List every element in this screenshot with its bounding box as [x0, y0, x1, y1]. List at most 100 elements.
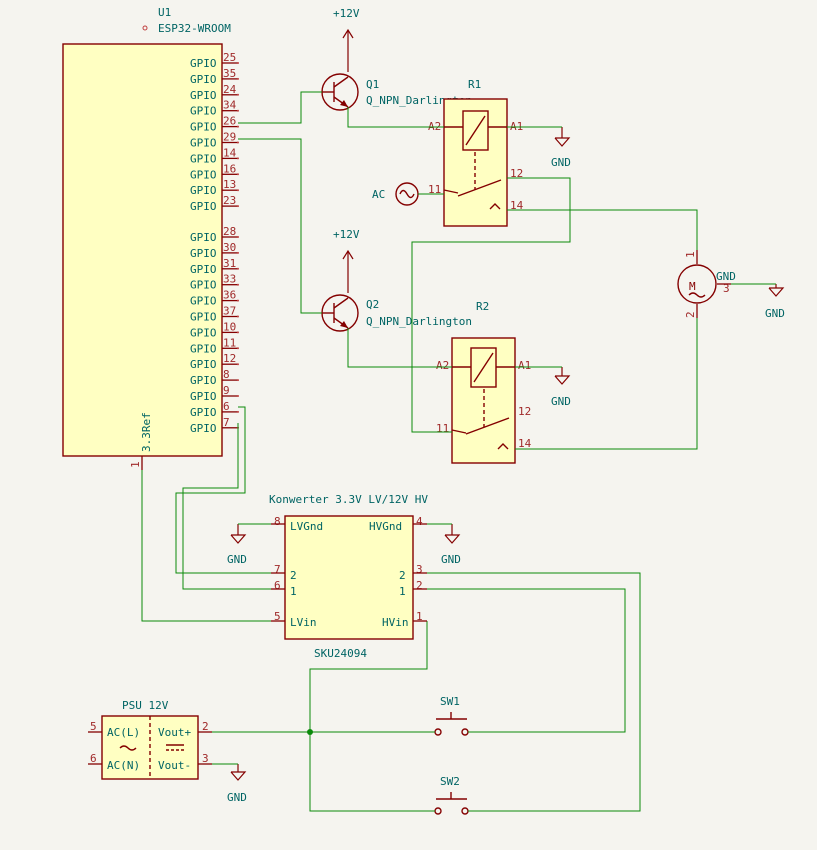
- u1-pin-end: [237, 141, 239, 144]
- gnd-conv-lv: GND: [227, 524, 247, 566]
- u1-pin-number: 9: [223, 384, 230, 397]
- q2-transistor[interactable]: Q2 Q_NPN_Darlington: [321, 294, 472, 332]
- conv-pin1: 1: [416, 610, 423, 623]
- q2-value: Q_NPN_Darlington: [366, 315, 472, 328]
- u1-pin-number: 12: [223, 352, 236, 365]
- u1-pin-number: 35: [223, 67, 236, 80]
- u1-pin-number: 16: [223, 162, 236, 175]
- r2-a2: A2: [436, 359, 449, 372]
- gnd-conv-hv: GND: [441, 524, 461, 566]
- gnd-label-conv-hv: GND: [441, 553, 461, 566]
- psu-pin6: 6: [90, 752, 97, 765]
- conv-pin7: 7: [274, 563, 281, 576]
- u1-ref-pin-num: 1: [129, 461, 142, 468]
- r2-a1: A1: [518, 359, 531, 372]
- gnd-r1: GND: [551, 127, 571, 169]
- u1-pin-end: [237, 395, 239, 397]
- conv-hvin: HVin: [382, 616, 409, 629]
- conv-lvgnd: LVGnd: [290, 520, 323, 533]
- u1-pin-end: [237, 93, 239, 96]
- sw2-switch[interactable]: SW2: [434, 775, 469, 815]
- u1-gpio-label: GPIO: [190, 168, 217, 181]
- r2-p12: 12: [518, 405, 531, 418]
- u1-pin-number: 31: [223, 257, 236, 270]
- u1-pin-number: 10: [223, 320, 236, 333]
- u1-value: ESP32-WROOM: [158, 22, 231, 35]
- gnd-label-motor: GND: [765, 307, 785, 320]
- u1-gpio-label: GPIO: [190, 311, 217, 324]
- r2-relay[interactable]: R2 A2 A1 11 12 14: [436, 300, 532, 464]
- level-converter[interactable]: Konwerter 3.3V LV/12V HV SKU24094 LVGnd …: [269, 493, 428, 660]
- gnd-motor: GND: [765, 284, 785, 320]
- u1-pin-number: 36: [223, 289, 236, 302]
- u1-pin-end: [237, 109, 239, 112]
- motor-p1: 1: [684, 251, 697, 258]
- psu-voutn: Vout-: [158, 759, 191, 772]
- sw1-switch[interactable]: SW1: [434, 695, 469, 736]
- u1-pin-end: [237, 331, 239, 334]
- motor-p3: 3: [723, 282, 730, 295]
- u1-pin-number: 23: [223, 194, 236, 207]
- u1-gpio-label: GPIO: [190, 390, 217, 403]
- gnd-psu: GND: [227, 764, 247, 804]
- u1-gpio-label: GPIO: [190, 105, 217, 118]
- gnd-label-psu: GND: [227, 791, 247, 804]
- u1-pin-number: 28: [223, 225, 236, 238]
- conv-pin3: 3: [416, 563, 423, 576]
- u1-pin-number: 34: [223, 99, 237, 112]
- conv-lvin: LVin: [290, 616, 317, 629]
- u1-pin-end: [237, 125, 239, 128]
- u1-pin-end: [237, 347, 239, 350]
- u1-gpio-label: GPIO: [190, 279, 217, 292]
- motor[interactable]: M 1 2 3 GND: [677, 250, 736, 318]
- motor-gnd-label: GND: [716, 270, 736, 283]
- u1-gpio-label: GPIO: [190, 326, 217, 339]
- sw2-ref: SW2: [440, 775, 460, 788]
- u1-gpio-label: GPIO: [190, 121, 217, 134]
- u1-ref: U1: [158, 6, 171, 19]
- u1-pin-end: [237, 77, 239, 80]
- psu-pin3: 3: [202, 752, 209, 765]
- u1-pin-end: [237, 315, 239, 318]
- u1-gpio-label: GPIO: [190, 231, 217, 244]
- u1-pin-end: [237, 410, 239, 413]
- u1-pin-number: 14: [223, 146, 237, 159]
- u1-gpio-label: GPIO: [190, 358, 217, 371]
- r2-p14: 14: [518, 437, 532, 450]
- r2-p11: 11: [436, 422, 449, 435]
- r1-relay[interactable]: R1 A2 A1 11 12 14: [428, 78, 524, 227]
- r1-p14: 14: [510, 199, 524, 212]
- psu-acl: AC(L): [107, 726, 140, 739]
- u1-gpio-label: GPIO: [190, 422, 217, 435]
- u1-pin-end: [237, 267, 239, 270]
- u1-pin-end: [237, 205, 239, 208]
- u1-gpio-label: GPIO: [190, 263, 217, 276]
- u1-pin-end: [237, 189, 239, 192]
- power-12v-q1: +12V: [333, 7, 360, 72]
- gnd-label-r2: GND: [551, 395, 571, 408]
- v12-label-2: +12V: [333, 228, 360, 241]
- u1-gpio-label: GPIO: [190, 374, 217, 387]
- u1-gpio-label: GPIO: [190, 342, 217, 355]
- u1-gpio-label: GPIO: [190, 295, 217, 308]
- u1-pin-end: [237, 379, 239, 382]
- conv-pin4: 4: [416, 515, 423, 528]
- conv-hvgnd: HVGnd: [369, 520, 402, 533]
- sw1-ref: SW1: [440, 695, 460, 708]
- u1-gpio-label: GPIO: [190, 137, 217, 150]
- psu-pin2: 2: [202, 720, 209, 733]
- ac-label: AC: [372, 188, 385, 201]
- u1-pin-end: [237, 251, 239, 254]
- power-12v-q2: +12V: [333, 228, 360, 293]
- psu-acn: AC(N): [107, 759, 140, 772]
- psu-12v[interactable]: PSU 12V AC(L) AC(N) Vout+ Vout- 5 6 2 3: [88, 699, 212, 780]
- u1-pin-end: [237, 283, 239, 286]
- u1-pin-number: 37: [223, 305, 236, 318]
- r1-ref: R1: [468, 78, 481, 91]
- psu-pin5: 5: [90, 720, 97, 733]
- u1-pin-number: 13: [223, 178, 236, 191]
- u1-pin-number: 30: [223, 241, 236, 254]
